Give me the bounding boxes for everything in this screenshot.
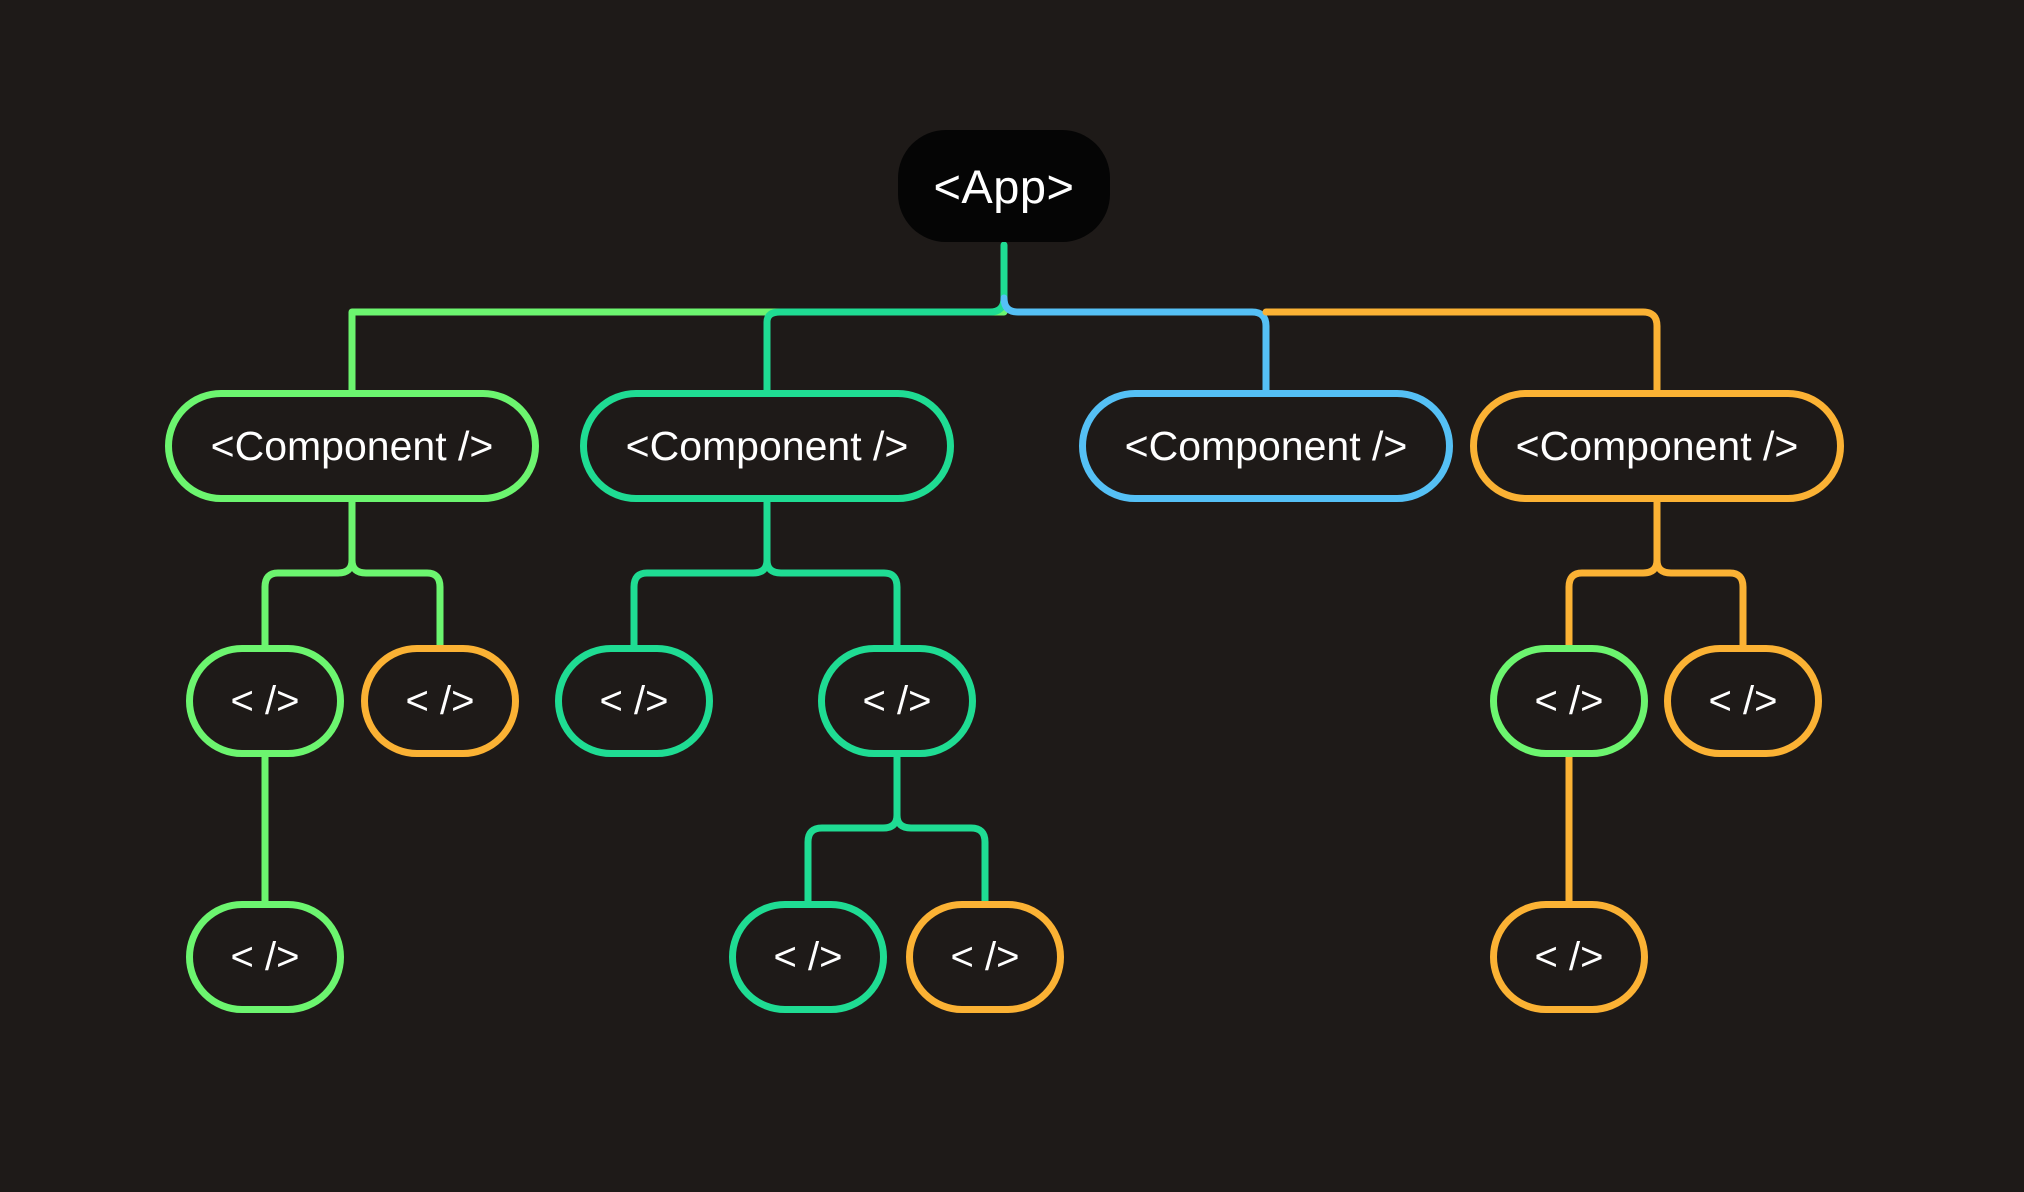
edge-leaf-4-to-grandchild-3 [893, 811, 989, 905]
edge-app-to-component-3 [1000, 294, 1270, 394]
component-node-1: <Component /> [165, 390, 539, 502]
grandchild-node-1: < /> [186, 901, 344, 1013]
leaf-node-3: < /> [555, 645, 713, 757]
edge-component-4-to-leaf-6 [1653, 556, 1747, 649]
grandchild-node-3: < /> [906, 901, 1064, 1013]
edge-app-to-component-1 [348, 308, 1008, 394]
grandchild-node-2: < /> [729, 901, 887, 1013]
leaf-node-6: < /> [1664, 645, 1822, 757]
leaf-node-1: < /> [186, 645, 344, 757]
leaf-node-4: < /> [818, 645, 976, 757]
edge-app-to-component-2 [763, 241, 1008, 394]
edge-component-2-to-leaf-3 [630, 498, 771, 649]
component-node-3: <Component /> [1079, 390, 1453, 502]
edge-component-1-to-leaf-2 [348, 556, 444, 649]
component-node-2: <Component /> [580, 390, 954, 502]
edge-component-2-to-leaf-4 [763, 556, 901, 649]
component-node-4: <Component /> [1470, 390, 1844, 502]
app-root-node: <App> [898, 130, 1110, 242]
edge-component-4-to-leaf-5 [1565, 498, 1661, 649]
edge-app-to-component-4 [1262, 308, 1661, 394]
leaf-node-2: < /> [361, 645, 519, 757]
leaf-node-5: < /> [1490, 645, 1648, 757]
edge-component-1-to-leaf-1 [261, 498, 356, 649]
grandchild-node-4: < /> [1490, 901, 1648, 1013]
edge-leaf-4-to-grandchild-2 [804, 753, 901, 905]
